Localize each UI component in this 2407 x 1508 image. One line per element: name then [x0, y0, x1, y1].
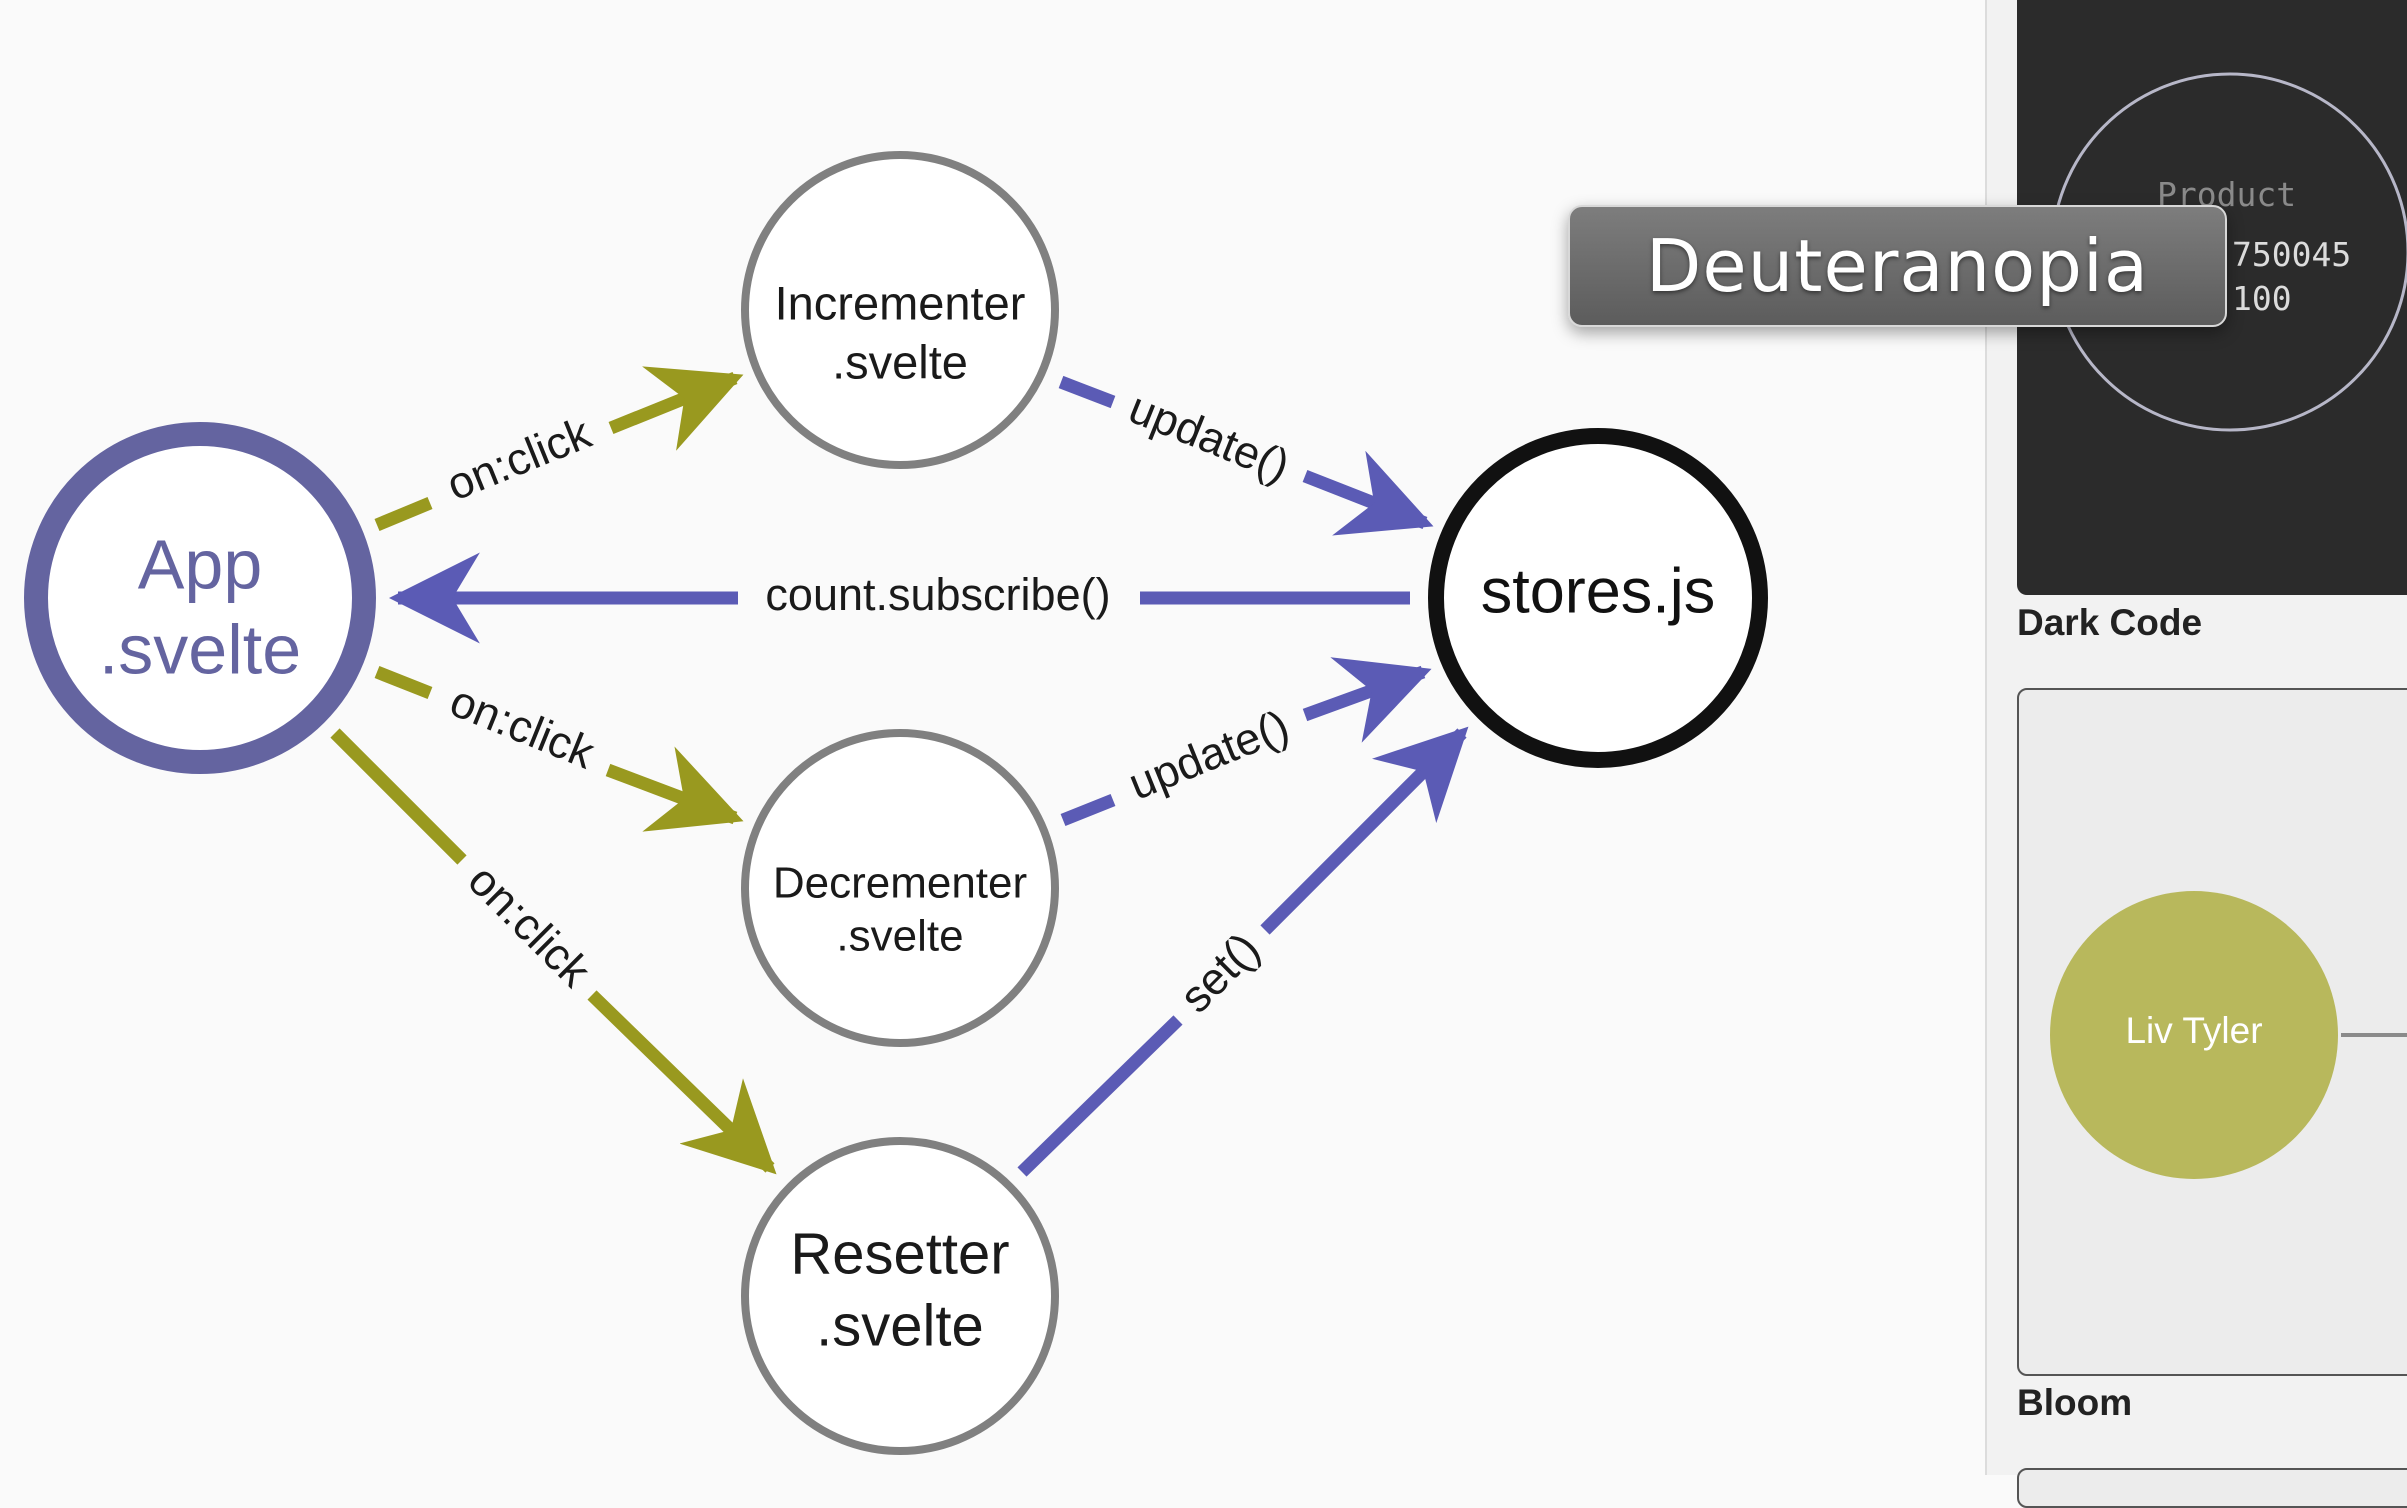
preview-node-label: Liv Tyler	[2125, 1010, 2263, 1051]
node-label: Decrementer	[773, 859, 1027, 908]
edge-label-update: update()	[1121, 700, 1296, 810]
edge-decrementer-to-stores: update()	[1060, 657, 1432, 827]
node-label: .svelte	[836, 912, 963, 961]
edge-app-to-incrementer: on:click	[374, 366, 744, 532]
node-label: .svelte	[99, 610, 301, 688]
preset-card-partial[interactable]	[2017, 1468, 2407, 1508]
diagram-canvas: on:click on:click on:click update() upda…	[24, 151, 1768, 1455]
edge-label-on-click: on:click	[443, 675, 602, 779]
node-app-svelte[interactable]: App .svelte	[24, 422, 376, 774]
edge-app-to-decrementer: on:click	[374, 665, 744, 832]
edge-label-on-click: on:click	[440, 407, 599, 511]
edge-app-to-resetter: on:click	[330, 728, 777, 1175]
edge-label-update: update()	[1122, 382, 1297, 492]
node-label: .svelte	[832, 335, 968, 388]
node-label: Incrementer	[775, 276, 1026, 329]
preview-node-circle	[2050, 891, 2338, 1179]
preset-title-bloom: Bloom	[2017, 1382, 2133, 1423]
edge-label-count-subscribe: count.subscribe()	[765, 569, 1110, 620]
node-decrementer-svelte[interactable]: Decrementer .svelte	[741, 729, 1059, 1047]
bloom-preview	[2050, 891, 2407, 1179]
node-label: App	[138, 525, 263, 603]
data-flow-diagram: on:click on:click on:click update() upda…	[24, 151, 1768, 1455]
edge-label-set: set()	[1170, 923, 1270, 1023]
color-vision-tooltip: Deuteranopia	[1568, 205, 2227, 327]
node-resetter-svelte[interactable]: Resetter .svelte	[741, 1137, 1059, 1455]
node-stores-js[interactable]: stores.js	[1428, 428, 1768, 768]
node-label: .svelte	[816, 1293, 984, 1358]
edge-stores-to-app: count.subscribe()	[388, 552, 1410, 644]
edge-label-on-click: on:click	[458, 854, 601, 997]
edge-resetter-to-stores: set()	[1017, 726, 1469, 1177]
node-label: Resetter	[790, 1221, 1009, 1286]
node-label: stores.js	[1481, 557, 1716, 627]
edge-incrementer-to-stores: update()	[1058, 375, 1434, 536]
node-incrementer-svelte[interactable]: Incrementer .svelte	[741, 151, 1059, 469]
preview-prop-value: 100	[2232, 279, 2292, 318]
preset-title-dark-code: Dark Code	[2017, 602, 2203, 643]
tooltip-label: Deuteranopia	[1645, 224, 2150, 308]
preview-prop-value: 750045	[2232, 235, 2352, 274]
preset-card-bloom[interactable]: Liv Tyler	[2017, 688, 2407, 1376]
